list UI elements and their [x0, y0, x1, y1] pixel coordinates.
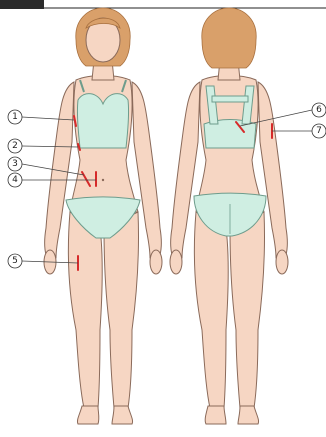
callout-label: 2 — [12, 141, 18, 151]
callout-label: 1 — [12, 112, 18, 122]
callout-label: 3 — [12, 159, 18, 169]
callout-3: 3 — [8, 157, 84, 175]
callout-label: 4 — [12, 175, 18, 185]
corner-tab — [0, 0, 44, 9]
callout-label: 5 — [12, 256, 18, 266]
back-figure — [170, 8, 288, 424]
callout-7: 7 — [272, 124, 326, 138]
front-figure — [44, 8, 162, 424]
callout-5: 5 — [8, 254, 78, 268]
callout-label: 7 — [316, 126, 322, 136]
callout-label: 6 — [316, 105, 322, 115]
